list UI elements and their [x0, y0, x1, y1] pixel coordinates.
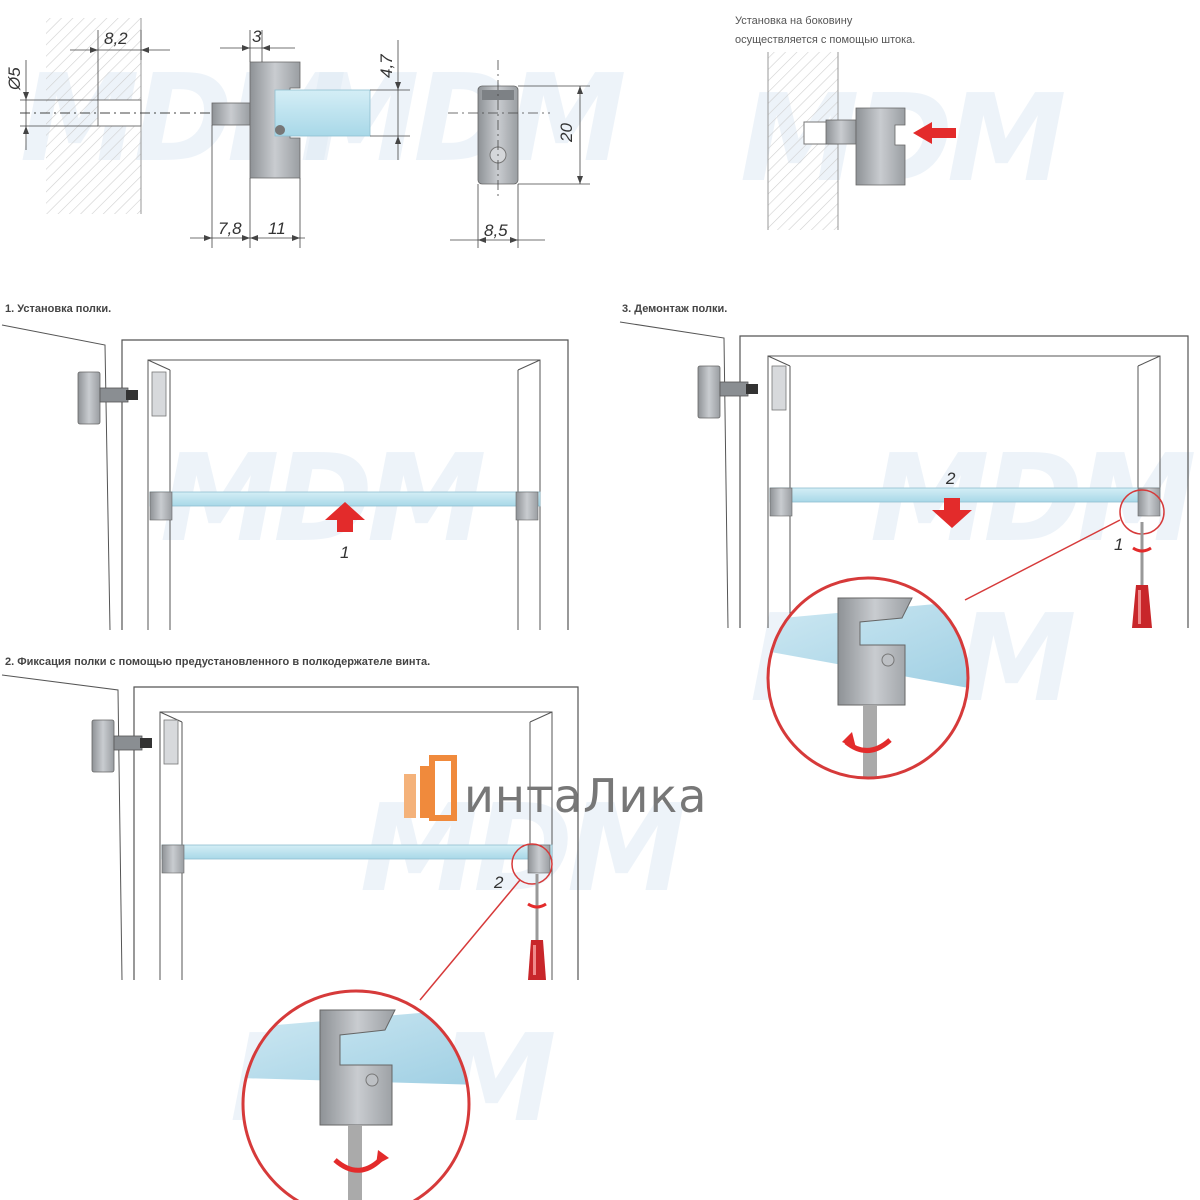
push-arrow-icon [913, 122, 956, 144]
dimension-8-2: 8,2 [104, 29, 128, 48]
brand-name: интаЛика [464, 769, 707, 823]
step1-title: 1. Установка полки. [5, 303, 111, 315]
step3-title: 3. Демонтаж полки. [622, 303, 727, 315]
step1-illustration: 1. Установка полки. 1 [1, 303, 569, 631]
hinge-icon [91, 719, 179, 773]
drawing-holder-side: 3 4,7 7,8 11 [190, 27, 410, 248]
drawing-side-wall: Ø5 8,2 [5, 18, 330, 214]
push-arrow-icon [325, 502, 365, 532]
step3-illustration: 3. Демонтаж полки. 2 1 [619, 303, 1189, 780]
hinge-icon [697, 365, 787, 419]
dimension-7-8: 7,8 [218, 219, 242, 238]
hinge-icon [77, 371, 167, 425]
dimension-11: 11 [268, 219, 286, 238]
dimension-8-5: 8,5 [484, 221, 508, 240]
step3-number-1: 1 [1114, 535, 1123, 554]
zoom-circle-step3 [766, 576, 970, 780]
step2-number-2: 2 [493, 873, 504, 892]
watermarks: MDM MDM MDM MDM MDM MDM MDM MDM [20, 50, 1200, 1149]
screwdriver-icon [1132, 522, 1152, 628]
brand-logo: интаЛика [404, 755, 707, 823]
step2-title: 2. Фиксация полки с помощью предустановл… [5, 656, 430, 668]
rotation-arrow-icon [1132, 546, 1152, 553]
dimension-3: 3 [252, 27, 262, 46]
push-arrow-icon [932, 498, 972, 528]
install-note-line1: Установка на боковину [735, 15, 853, 27]
dimension-diameter: Ø5 [5, 67, 24, 91]
rotation-arrow-icon [527, 902, 547, 909]
dimension-20: 20 [557, 123, 576, 143]
step1-number-1: 1 [340, 543, 349, 562]
install-note-illustration: Установка на боковину осуществляется с п… [735, 15, 956, 230]
dimension-4-7: 4,7 [377, 54, 396, 78]
zoom-circle-step2 [241, 989, 471, 1200]
step2-illustration: 2. Фиксация полки с помощью предустановл… [1, 656, 579, 1200]
step3-number-2: 2 [945, 469, 956, 488]
drawing-holder-front: 20 8,5 [448, 60, 590, 248]
install-note-line2: осуществляется с помощью штока. [735, 34, 915, 46]
